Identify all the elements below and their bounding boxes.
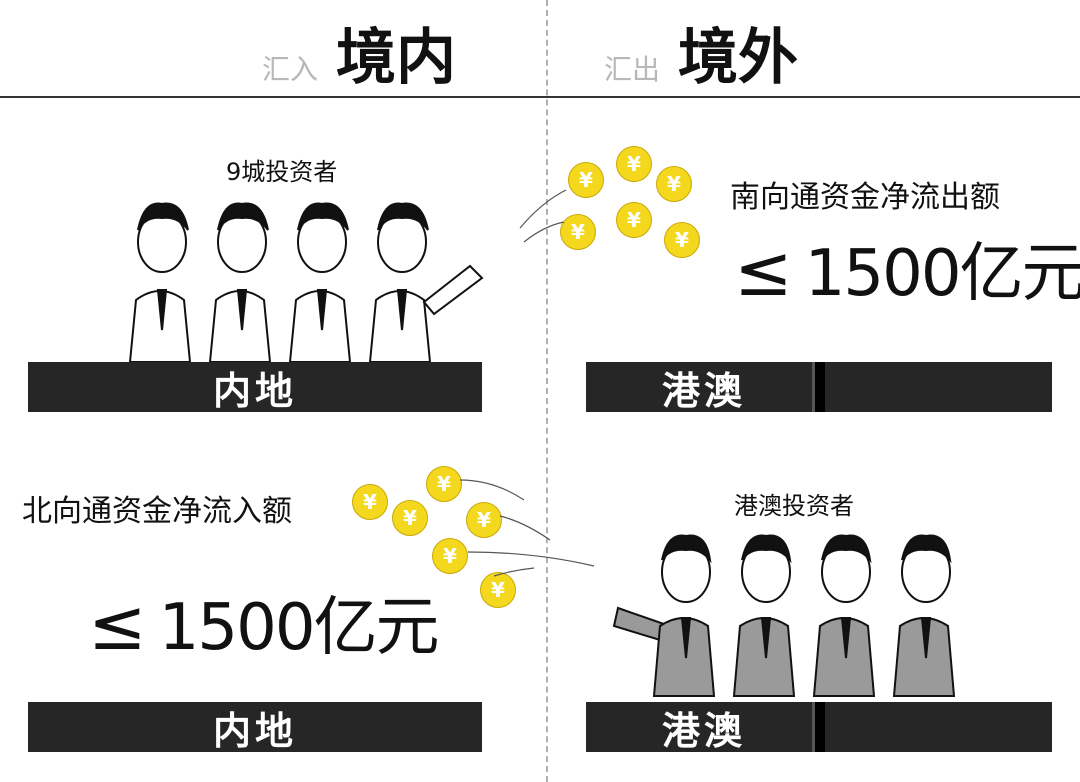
header-inflow-small: 汇入 [262,53,319,86]
yuan-coin-icon: ¥ [426,466,462,502]
header-divider [0,96,1080,98]
mainland-bar-top: 内地 [28,362,482,413]
header-overseas: 境外 [678,23,798,93]
southbound-amount-value: 1500亿元 [804,237,1080,311]
northbound-inflow-label: 北向通资金净流入额 [22,494,292,529]
less-equal-symbol: ≤ [88,584,147,666]
yuan-coin-icon: ¥ [616,202,652,238]
header-domestic: 境内 [336,23,456,93]
mainland-investors-label: 9城投资者 [226,158,338,186]
northbound-amount: ≤1500亿元 [88,590,440,660]
southbound-amount: ≤1500亿元 [734,236,1080,306]
mainland-bar-bottom: 内地 [28,702,482,753]
yuan-coin-icon: ¥ [480,572,516,608]
northbound-amount-value: 1500亿元 [158,591,440,665]
yuan-coin-icon: ¥ [466,502,502,538]
hkmacao-investors-label: 港澳投资者 [734,492,854,520]
yuan-coin-icon: ¥ [392,500,428,536]
header-outflow-small: 汇出 [604,53,661,86]
hkmacao-bar-top: 港澳 [586,362,1052,413]
coin-motion-lines [519,189,567,243]
less-equal-symbol: ≤ [734,230,793,312]
yuan-coin-icon: ¥ [664,222,700,258]
hkmacao-bar-top-label: 港澳 [662,368,747,413]
bar-accent-stripe [812,362,825,412]
yuan-coin-icon: ¥ [432,538,468,574]
coin-motion-lines [459,479,595,577]
southbound-outflow-label: 南向通资金净流出额 [730,180,1000,215]
bar-accent-stripe [812,702,825,752]
hkmacao-bar-bottom: 港澳 [586,702,1052,753]
yuan-coin-icon: ¥ [560,214,596,250]
yuan-coin-icon: ¥ [656,166,692,202]
center-divider [546,0,548,782]
yuan-coin-icon: ¥ [568,162,604,198]
hkmacao-investor-figures [612,534,956,697]
hkmacao-bar-bottom-label: 港澳 [662,708,747,753]
yuan-coin-icon: ¥ [352,484,388,520]
mainland-investor-figures [128,202,484,362]
yuan-coin-icon: ¥ [616,146,652,182]
